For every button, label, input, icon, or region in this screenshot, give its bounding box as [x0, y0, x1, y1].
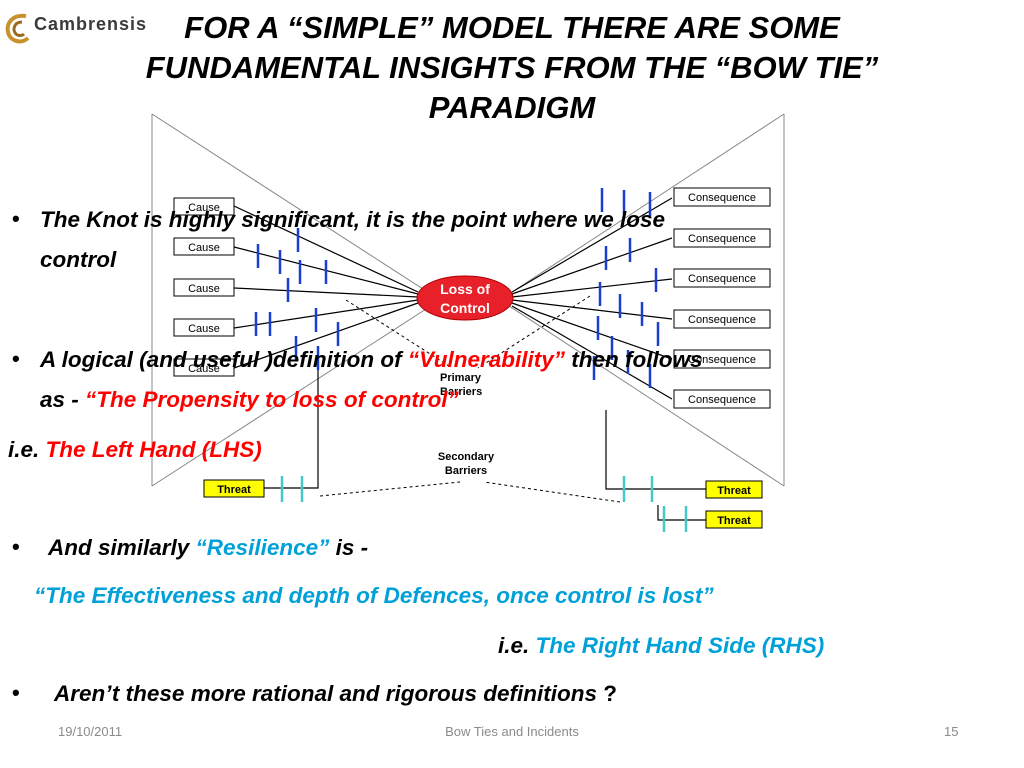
- secondary-barriers: [280, 476, 688, 532]
- barrier-dashed-lines: [319, 295, 621, 503]
- svg-text:Consequence: Consequence: [688, 233, 756, 245]
- footer-page-number: 15: [944, 724, 959, 739]
- bullet-marker: •: [12, 346, 20, 371]
- cause-box: Cause: [173, 318, 235, 337]
- cause-arrows: [233, 205, 419, 369]
- consequence-box: Consequence: [673, 389, 771, 409]
- bullet-marker: •: [12, 534, 20, 559]
- svg-text:Consequence: Consequence: [688, 394, 756, 406]
- svg-text:Control: Control: [440, 300, 490, 316]
- slide-title: FOR A “SIMPLE” MODEL THERE ARE SOME FUND…: [40, 8, 984, 128]
- bullet-3-line-2: “The Effectiveness and depth of Defences…: [34, 583, 714, 608]
- threat-box-right-1: Threat: [705, 480, 763, 499]
- svg-text:Threat: Threat: [717, 485, 751, 497]
- svg-text:Threat: Threat: [717, 515, 751, 527]
- consequence-arrows: [511, 197, 673, 400]
- logo-text: Cambrensis: [34, 14, 148, 34]
- swirl-logo-icon: [5, 13, 30, 44]
- svg-text:Cause: Cause: [188, 323, 220, 335]
- cause-box: Cause: [173, 278, 235, 297]
- primary-barriers-label-2: Barriers: [440, 386, 482, 398]
- primary-barriers-label-1: Primary: [440, 372, 482, 384]
- consequence-boxes: Consequence Consequence Consequence Cons…: [673, 187, 771, 409]
- bullet-2-line-1: A logical (and useful )definition of “Vu…: [40, 347, 703, 372]
- title-line-1: FOR A “SIMPLE” MODEL THERE ARE SOME: [184, 10, 840, 45]
- secondary-barriers-label-2: Barriers: [445, 465, 487, 477]
- bow-tie-outline: [151, 113, 785, 487]
- cause-boxes: Cause Cause Cause Cause Cause: [173, 197, 235, 377]
- consequence-box: Consequence: [673, 228, 771, 248]
- svg-text:Consequence: Consequence: [688, 354, 756, 366]
- svg-text:Threat: Threat: [217, 484, 251, 496]
- cause-box: Cause: [173, 358, 235, 377]
- footer-date: 19/10/2011: [58, 724, 123, 739]
- primary-barriers-right: [592, 188, 660, 388]
- cause-box: Cause: [173, 237, 235, 256]
- svg-text:Consequence: Consequence: [688, 314, 756, 326]
- svg-text:Consequence: Consequence: [688, 192, 756, 204]
- svg-text:Cause: Cause: [188, 283, 220, 295]
- title-line-2: FUNDAMENTAL INSIGHTS FROM THE “BOW TIE”: [145, 50, 879, 85]
- title-line-3: PARADIGM: [428, 90, 596, 125]
- cause-box: Cause: [173, 197, 235, 216]
- loss-of-control-knot: Loss of Control: [416, 275, 514, 321]
- bullet-1-line-1: The Knot is highly significant, it is th…: [40, 207, 666, 232]
- rhs-definition: i.e. The Right Hand Side (RHS): [498, 633, 825, 658]
- consequence-box: Consequence: [673, 349, 771, 369]
- bullet-1-line-2: control: [40, 247, 117, 272]
- bullet-marker: •: [12, 206, 20, 231]
- lhs-definition: i.e. The Left Hand (LHS): [8, 437, 262, 462]
- threat-box-right-2: Threat: [705, 510, 763, 529]
- svg-text:Cause: Cause: [188, 242, 220, 254]
- footer-title: Bow Ties and Incidents: [445, 724, 579, 739]
- bullet-4: Aren’t these more rational and rigorous …: [54, 681, 617, 706]
- threat-box-left: Threat: [203, 479, 265, 498]
- consequence-box: Consequence: [673, 268, 771, 288]
- primary-barriers-left: [254, 228, 340, 370]
- bullet-2-line-2: as - “The Propensity to loss of control”: [40, 387, 459, 412]
- svg-text:Consequence: Consequence: [688, 273, 756, 285]
- consequence-box: Consequence: [673, 187, 771, 207]
- bullet-marker: •: [12, 680, 20, 705]
- svg-text:Loss of: Loss of: [440, 281, 490, 297]
- svg-text:Cause: Cause: [188, 363, 220, 375]
- secondary-barriers-label-1: Secondary: [438, 451, 495, 463]
- cambrensis-logo: Cambrensis: [4, 10, 148, 46]
- bullet-3-line-1: And similarly “Resilience” is -: [48, 535, 369, 560]
- consequence-box: Consequence: [673, 309, 771, 329]
- svg-text:Cause: Cause: [188, 202, 220, 214]
